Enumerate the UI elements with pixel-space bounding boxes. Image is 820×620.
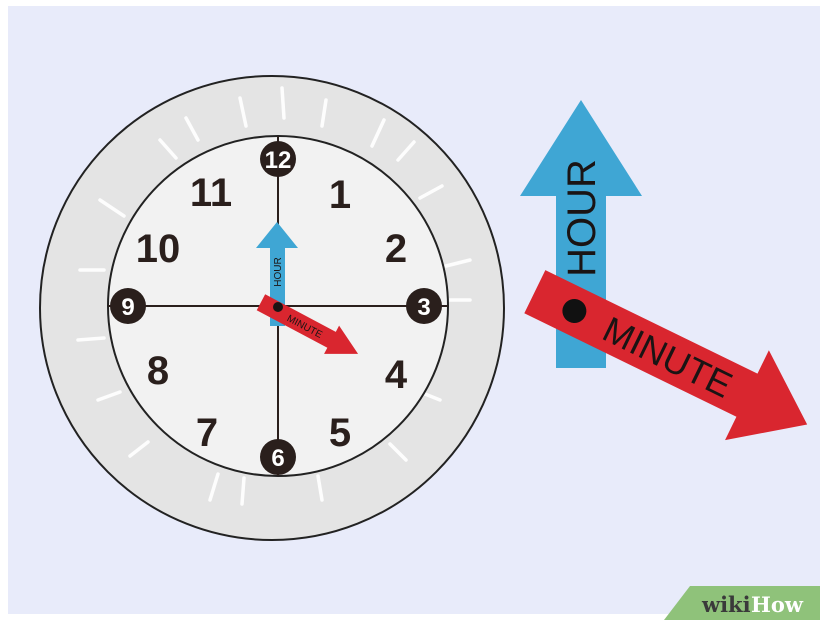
watermark-wiki-text: wiki — [701, 592, 751, 617]
watermark-how-text: How — [751, 592, 804, 617]
hour-hand: HOUR — [256, 222, 298, 326]
number-9: 9 — [121, 294, 134, 321]
hour-hand-label: HOUR — [273, 257, 284, 286]
center-pin — [273, 302, 283, 312]
number-8: 8 — [147, 349, 169, 393]
legend-hour-arrow: HOUR — [520, 100, 642, 368]
badge-3: 3 — [406, 288, 442, 324]
badge-12: 12 — [260, 141, 296, 177]
number-10: 10 — [136, 227, 181, 271]
badge-6: 6 — [260, 439, 296, 475]
legend-hour-label: HOUR — [560, 159, 604, 277]
number-7: 7 — [196, 411, 218, 455]
number-3: 3 — [417, 294, 430, 321]
badge-9: 9 — [110, 288, 146, 324]
bezel-shine-marks — [76, 86, 472, 506]
number-11: 11 — [190, 171, 232, 215]
analog-clock: 12 3 6 9 1 2 4 5 7 8 10 11 HOUR MIN — [39, 75, 505, 541]
number-12: 12 — [265, 147, 292, 174]
number-1: 1 — [329, 173, 351, 217]
legend-minute-pin — [562, 299, 587, 324]
number-2: 2 — [385, 227, 407, 271]
number-5: 5 — [329, 411, 351, 455]
number-4: 4 — [385, 353, 408, 397]
wikihow-watermark: wiki How — [664, 586, 820, 620]
number-6: 6 — [271, 445, 284, 472]
